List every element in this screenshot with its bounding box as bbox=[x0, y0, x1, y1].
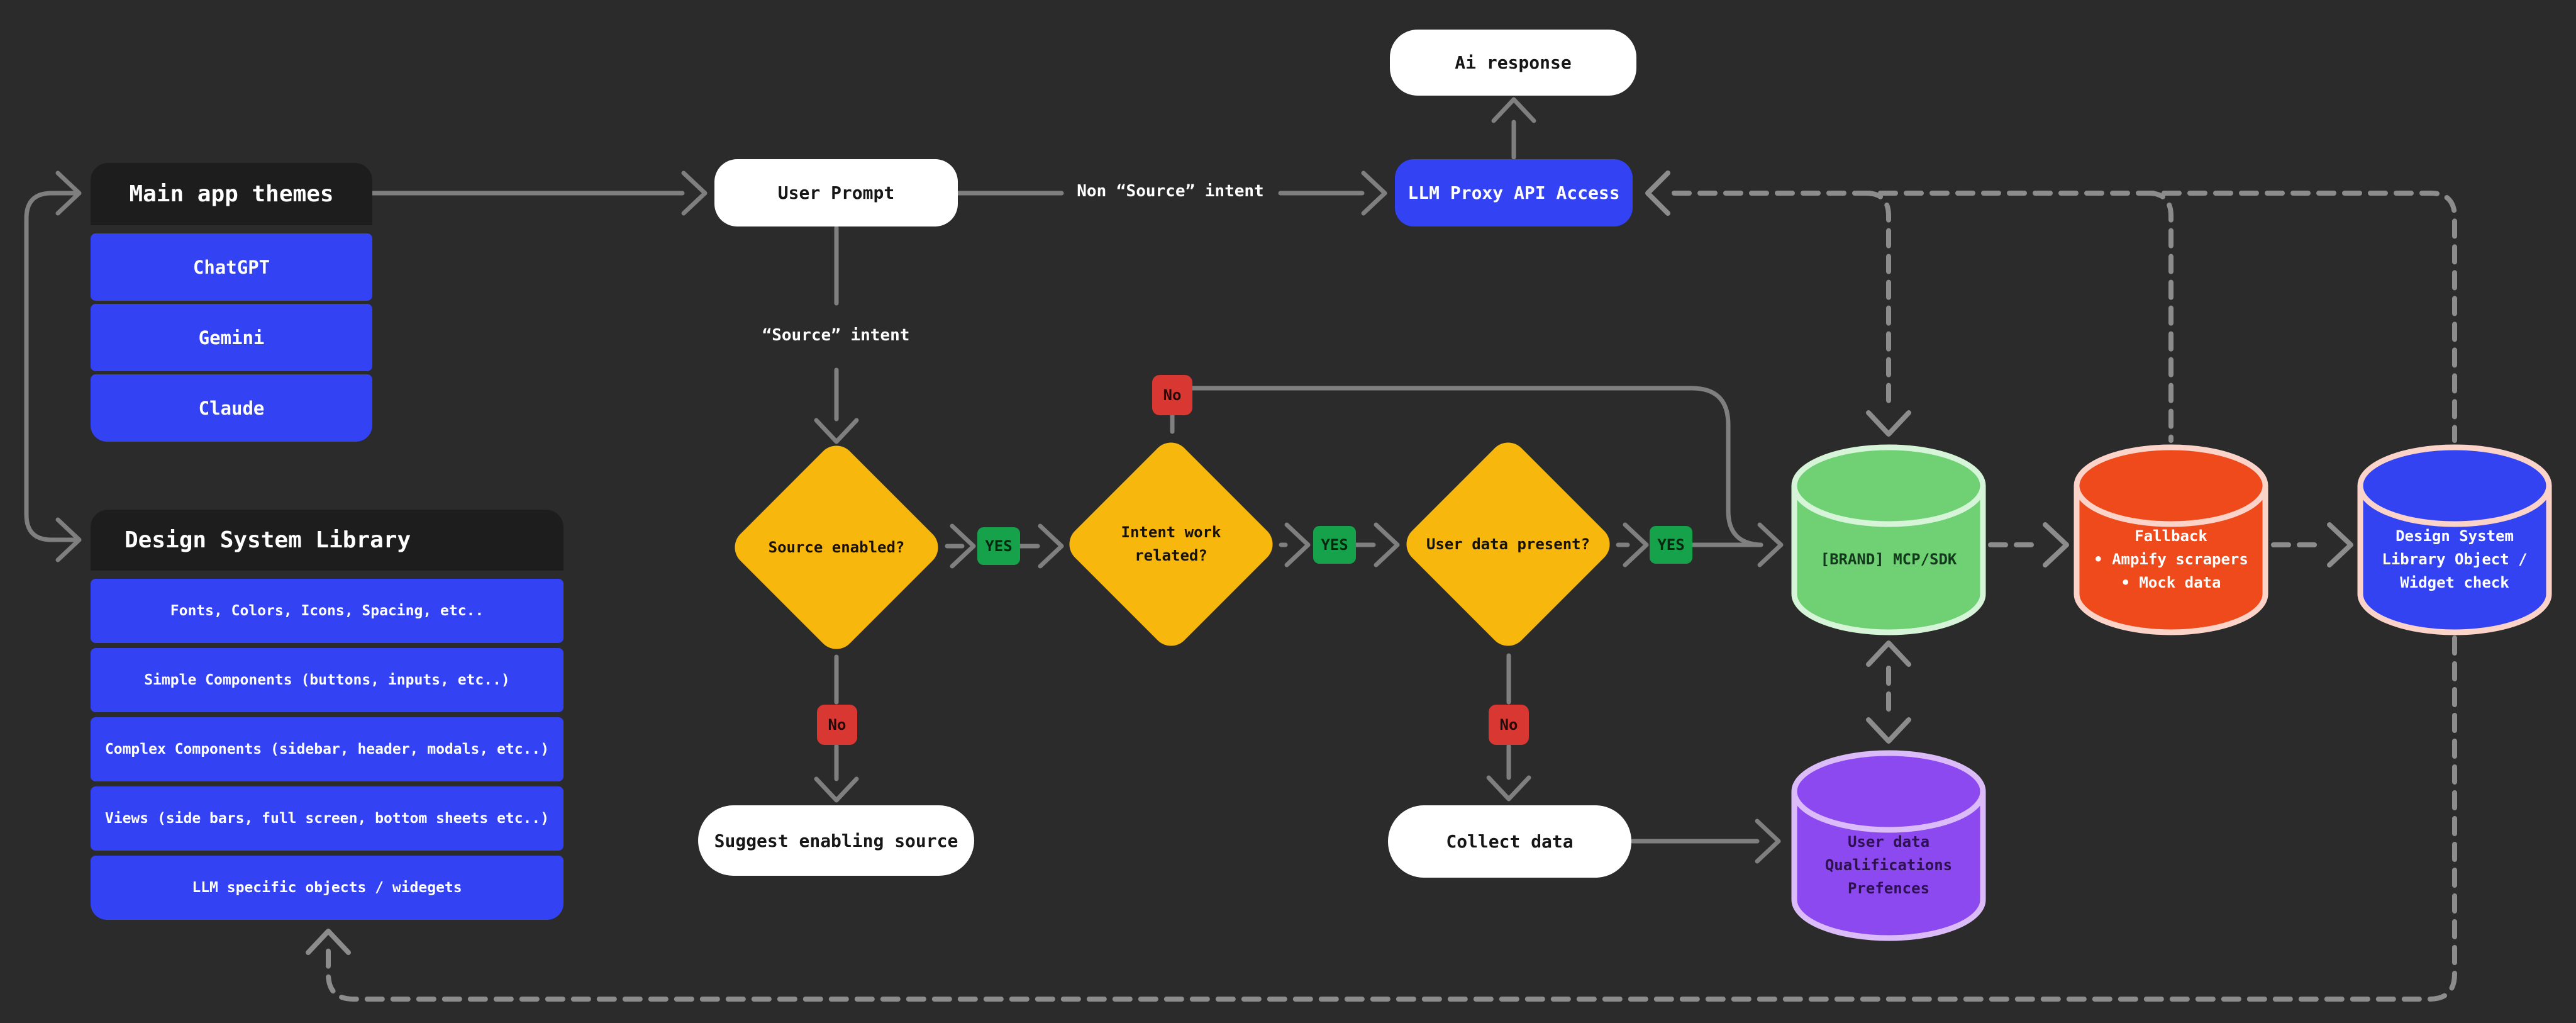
arrow-into-yes3 bbox=[1623, 522, 1649, 567]
arrow-into-intent-diamond bbox=[1038, 523, 1064, 569]
node-ai-response[interactable]: Ai response bbox=[1390, 30, 1636, 96]
dsl-item-llm-objects[interactable]: LLM specific objects / widegets bbox=[91, 856, 564, 920]
decision-label: Source enabled? bbox=[768, 538, 905, 556]
edge-dslobject-to-dsl-loop bbox=[326, 635, 2457, 1002]
datastore-brand-mcp-sdk[interactable]: [BRAND] MCP/SDK bbox=[1789, 443, 1988, 637]
arrow-into-suggest bbox=[814, 776, 859, 803]
datastore-label-line2: Qualifications bbox=[1824, 856, 1953, 874]
node-label: LLM Proxy API Access bbox=[1407, 182, 1620, 203]
dsl-item-fonts-colors[interactable]: Fonts, Colors, Icons, Spacing, etc.. bbox=[91, 579, 564, 643]
dsl-item-label: Views (side bars, full screen, bottom sh… bbox=[104, 810, 550, 827]
panel-title: Design System Library bbox=[125, 527, 411, 553]
arrow-down-into-brand-cylinder bbox=[1866, 410, 1911, 437]
arrow-into-userdata-cylinder-left bbox=[1755, 819, 1781, 864]
arrow-feedback-into-llmproxy bbox=[1645, 170, 1670, 216]
datastore-label-line1: User data bbox=[1847, 832, 1930, 851]
datastore-user-data[interactable]: User data Qualifications Prefences bbox=[1789, 749, 1988, 942]
datastore-label-line2: • Ampify scrapers bbox=[2094, 550, 2248, 568]
theme-item-claude[interactable]: Claude bbox=[91, 374, 372, 442]
node-suggest-enabling-source[interactable]: Suggest enabling source bbox=[698, 805, 974, 876]
arrow-into-userprompt bbox=[681, 170, 708, 216]
arrow-into-source-diamond bbox=[814, 418, 859, 444]
datastore-label-line1: Fallback bbox=[2135, 527, 2207, 545]
theme-item-label: Claude bbox=[198, 397, 265, 419]
panel-title: Main app themes bbox=[129, 181, 334, 207]
arrow-into-dsl-left bbox=[55, 517, 82, 562]
datastore-label-line1: Design System bbox=[2396, 527, 2514, 545]
decision-intent-work-related[interactable]: Intent work related? bbox=[1061, 434, 1281, 654]
dsl-item-label: Simple Components (buttons, inputs, etc.… bbox=[144, 672, 510, 688]
dsl-item-views[interactable]: Views (side bars, full screen, bottom sh… bbox=[91, 786, 564, 851]
cylinder-shape bbox=[1791, 750, 1986, 941]
datastore-label: [BRAND] MCP/SDK bbox=[1820, 550, 1957, 568]
arrow-into-yes2 bbox=[1284, 522, 1311, 567]
panel-main-app-themes-header[interactable]: Main app themes bbox=[91, 163, 372, 225]
decision-label: User data present? bbox=[1426, 535, 1591, 553]
decision-label-line1: Intent work bbox=[1121, 523, 1221, 541]
dsl-item-complex-components[interactable]: Complex Components (sidebar, header, mod… bbox=[91, 717, 564, 781]
theme-item-gemini[interactable]: Gemini bbox=[91, 304, 372, 371]
node-llm-proxy-api-access[interactable]: LLM Proxy API Access bbox=[1395, 159, 1633, 226]
decision-label-line2: related? bbox=[1135, 547, 1208, 564]
solid-edges bbox=[24, 120, 1763, 844]
cylinder-shape bbox=[2357, 444, 2552, 635]
badge-no-source[interactable]: No bbox=[817, 705, 857, 745]
datastore-label-line2: Library Object / bbox=[2382, 550, 2528, 568]
cylinder-shape bbox=[2074, 444, 2268, 635]
arrow-down-into-userdata-cylinder bbox=[1866, 717, 1911, 744]
datastore-fallback[interactable]: Fallback • Ampify scrapers • Mock data bbox=[2072, 443, 2270, 637]
datastore-label-line3: Widget check bbox=[2400, 573, 2509, 591]
badge-yes-intent[interactable]: YES bbox=[1313, 526, 1356, 564]
arrow-up-into-dsl-panel bbox=[306, 929, 351, 955]
node-label: Suggest enabling source bbox=[714, 830, 958, 851]
arrow-into-themes bbox=[55, 170, 82, 216]
cylinder-shape bbox=[1791, 444, 1986, 635]
datastore-label-line3: Prefences bbox=[1847, 879, 1930, 897]
dsl-item-simple-components[interactable]: Simple Components (buttons, inputs, etc.… bbox=[91, 648, 564, 712]
theme-item-label: ChatGPT bbox=[192, 256, 270, 278]
badge-yes-source[interactable]: YES bbox=[977, 527, 1020, 565]
arrow-into-brand-cylinder bbox=[1757, 522, 1784, 567]
node-label: Ai response bbox=[1455, 52, 1572, 73]
badge-no-user-data[interactable]: No bbox=[1489, 705, 1529, 745]
node-user-prompt[interactable]: User Prompt bbox=[714, 159, 958, 226]
arrow-into-yes1 bbox=[950, 523, 976, 569]
edge-feedback-branch-brand bbox=[1863, 191, 1891, 410]
badge-no-intent[interactable]: No bbox=[1152, 375, 1192, 415]
badge-yes-user-data[interactable]: YES bbox=[1650, 526, 1692, 564]
decision-source-enabled[interactable]: Source enabled? bbox=[726, 437, 947, 657]
node-label: Collect data bbox=[1446, 831, 1574, 852]
arrow-into-airesponse bbox=[1491, 97, 1536, 123]
dashed-edges bbox=[326, 191, 2457, 1002]
edge-intent-no-loop bbox=[1190, 386, 1763, 547]
node-label: User Prompt bbox=[777, 182, 895, 203]
datastore-design-system-object-widget-check[interactable]: Design System Library Object / Widget ch… bbox=[2355, 443, 2554, 637]
edge-feedback-branch-fallback bbox=[2146, 191, 2174, 443]
decision-user-data-present[interactable]: User data present? bbox=[1398, 434, 1618, 654]
arrowheads bbox=[55, 97, 2353, 955]
arrow-up-into-brand-cylinder bbox=[1866, 640, 1911, 667]
label-source-intent: “Source” intent bbox=[762, 326, 910, 345]
arrow-into-dslobject-cylinder bbox=[2327, 522, 2353, 567]
arrow-into-collect bbox=[1486, 775, 1531, 802]
dsl-item-label: LLM specific objects / widegets bbox=[192, 880, 462, 896]
label-non-source-intent: Non “Source” intent bbox=[1077, 182, 1264, 201]
theme-item-chatgpt[interactable]: ChatGPT bbox=[91, 233, 372, 301]
arrow-into-userdata-diamond bbox=[1374, 522, 1400, 567]
arrow-into-fallback-cylinder bbox=[2043, 522, 2069, 567]
edge-bracket-themes-dsl bbox=[24, 191, 77, 542]
arrow-into-llmproxy bbox=[1361, 170, 1387, 216]
node-collect-data[interactable]: Collect data bbox=[1388, 805, 1631, 878]
dsl-item-label: Complex Components (sidebar, header, mod… bbox=[104, 741, 550, 757]
dsl-item-label: Fonts, Colors, Icons, Spacing, etc.. bbox=[170, 603, 484, 619]
theme-item-label: Gemini bbox=[198, 327, 265, 349]
edge-feedback-top bbox=[1672, 191, 2457, 443]
datastore-label-line3: • Mock data bbox=[2121, 573, 2221, 591]
panel-design-system-library-header[interactable]: Design System Library bbox=[91, 510, 564, 571]
